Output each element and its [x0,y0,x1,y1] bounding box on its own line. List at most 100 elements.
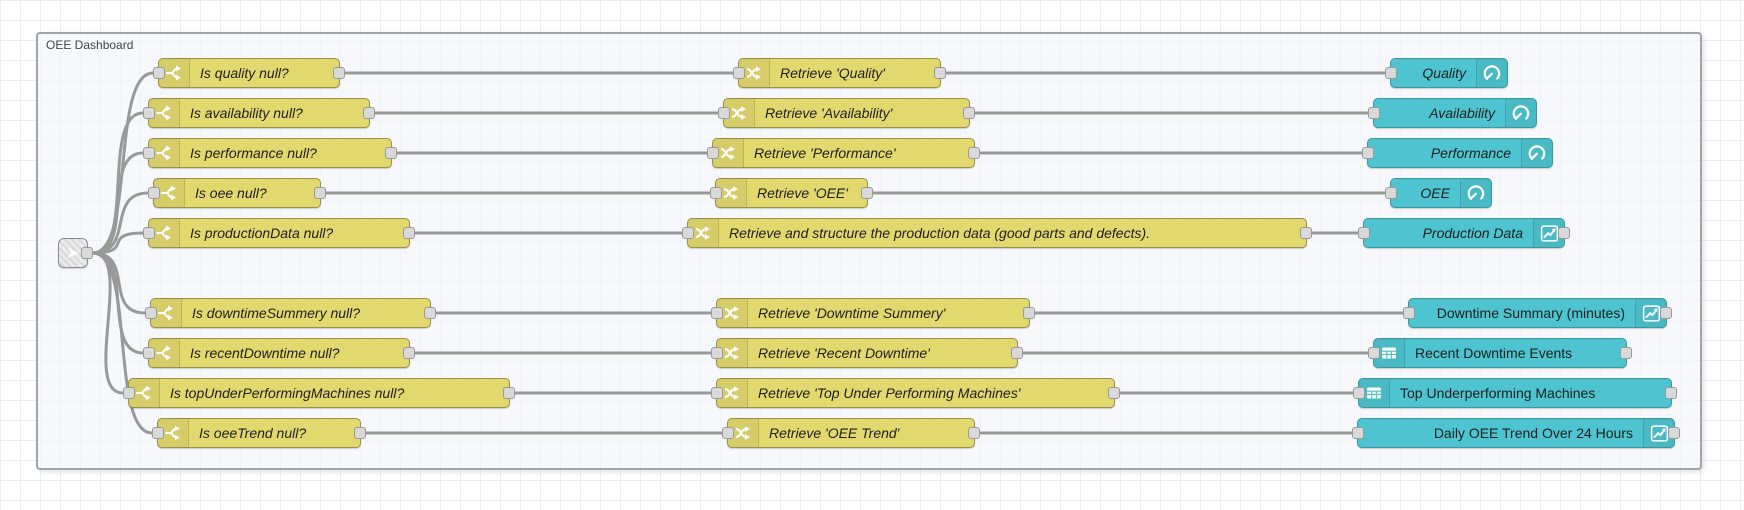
group-label: OEE Dashboard [46,38,134,52]
input-port[interactable] [143,107,155,119]
node-switch-is-productiondata-null[interactable]: Is productionData null? [143,218,415,248]
gauge-icon [1476,59,1507,87]
node-label: Downtime Summary (minutes) [1436,305,1625,321]
input-port[interactable] [152,427,164,439]
output-port[interactable] [1300,227,1312,239]
node-change-retrieve-downtime-summery[interactable]: Retrieve 'Downtime Summery' [711,298,1035,328]
node-label: Retrieve 'OEE Trend' [769,425,900,441]
output-port[interactable] [861,187,873,199]
node-ui-gauge-performance[interactable]: Performance [1362,138,1553,168]
gauge-icon [1460,179,1491,207]
input-port[interactable] [143,147,155,159]
node-change-retrieve-top-under-performing-machines[interactable]: Retrieve 'Top Under Performing Machines' [711,378,1120,408]
node-change-retrieve-quality[interactable]: Retrieve 'Quality' [733,58,946,88]
wire-link-to-s1[interactable] [91,71,155,255]
output-port[interactable] [1023,307,1035,319]
output-port[interactable] [1668,427,1680,439]
input-port[interactable] [707,147,719,159]
node-label: Availability [1429,105,1495,121]
node-switch-is-availability-null[interactable]: Is availability null? [143,98,375,128]
input-port[interactable] [1368,347,1380,359]
node-switch-is-oeetrend-null[interactable]: Is oeeTrend null? [152,418,366,448]
node-ui-chart-downtime-summary-minutes[interactable]: Downtime Summary (minutes) [1403,298,1672,328]
output-port[interactable] [968,147,980,159]
output-port[interactable] [1558,227,1570,239]
output-port[interactable] [385,147,397,159]
input-port[interactable] [1353,387,1365,399]
input-port[interactable] [1362,147,1374,159]
node-ui-table-top-underperforming-machines[interactable]: Top Underperforming Machines [1353,378,1677,408]
input-port[interactable] [711,347,723,359]
input-port[interactable] [1385,67,1397,79]
output-port[interactable] [934,67,946,79]
node-label: Retrieve 'Performance' [754,145,896,161]
input-port[interactable] [710,187,722,199]
output-port[interactable] [363,107,375,119]
node-switch-is-downtimesummery-null[interactable]: Is downtimeSummery null? [145,298,436,328]
node-label: Retrieve 'Downtime Summery' [758,305,946,321]
node-switch-is-quality-null[interactable]: Is quality null? [153,58,345,88]
output-port[interactable] [81,247,93,259]
output-port[interactable] [1660,307,1672,319]
node-ui-table-recent-downtime-events[interactable]: Recent Downtime Events [1368,338,1632,368]
wire-link-to-s3[interactable] [91,151,145,255]
input-port[interactable] [1368,107,1380,119]
output-port[interactable] [314,187,326,199]
output-port[interactable] [403,227,415,239]
node-ui-gauge-availability[interactable]: Availability [1368,98,1537,128]
input-port[interactable] [123,387,135,399]
node-change-retrieve-oee[interactable]: Retrieve 'OEE' [710,178,873,208]
output-port[interactable] [1620,347,1632,359]
output-port[interactable] [503,387,515,399]
node-ui-chart-production-data[interactable]: Production Data [1358,218,1570,248]
node-ui-gauge-oee[interactable]: OEE [1385,178,1492,208]
input-port[interactable] [1352,427,1364,439]
output-port[interactable] [1011,347,1023,359]
input-port[interactable] [1385,187,1397,199]
switch-icon [151,299,182,327]
wire-link-to-s5[interactable] [91,231,145,255]
node-change-retrieve-structure-production-data[interactable]: Retrieve and structure the production da… [682,218,1312,248]
output-port[interactable] [403,347,415,359]
node-switch-is-performance-null[interactable]: Is performance null? [143,138,397,168]
input-port[interactable] [148,187,160,199]
node-change-retrieve-recent-downtime[interactable]: Retrieve 'Recent Downtime' [711,338,1023,368]
switch-icon [158,419,189,447]
output-port[interactable] [1108,387,1120,399]
node-switch-is-oee-null[interactable]: Is oee null? [148,178,326,208]
input-port[interactable] [1358,227,1370,239]
input-port[interactable] [711,387,723,399]
node-ui-gauge-quality[interactable]: Quality [1385,58,1508,88]
node-link-in-node[interactable] [58,238,93,268]
node-label: Top Underperforming Machines [1400,385,1596,401]
output-port[interactable] [968,427,980,439]
node-change-retrieve-oee-trend[interactable]: Retrieve 'OEE Trend' [722,418,980,448]
input-port[interactable] [711,307,723,319]
output-port[interactable] [1665,387,1677,399]
input-port[interactable] [143,227,155,239]
node-label: Retrieve 'OEE' [757,185,848,201]
node-switch-is-topunderperformingmachines-null[interactable]: Is topUnderPerformingMachines null? [123,378,515,408]
wire-link-to-s4[interactable] [91,191,150,255]
input-port[interactable] [1403,307,1415,319]
input-port[interactable] [722,427,734,439]
output-port[interactable] [963,107,975,119]
input-port[interactable] [733,67,745,79]
input-port[interactable] [718,107,730,119]
input-port[interactable] [145,307,157,319]
output-port[interactable] [333,67,345,79]
node-switch-is-recentdowntime-null[interactable]: Is recentDowntime null? [143,338,415,368]
input-port[interactable] [143,347,155,359]
link-arrow-icon [63,243,83,263]
node-change-retrieve-availability[interactable]: Retrieve 'Availability' [718,98,975,128]
output-port[interactable] [354,427,366,439]
output-port[interactable] [424,307,436,319]
input-port[interactable] [682,227,694,239]
wire-link-to-s9[interactable] [91,251,154,435]
node-ui-chart-daily-oee-trend-over-24-hours[interactable]: Daily OEE Trend Over 24 Hours [1352,418,1680,448]
input-port[interactable] [153,67,165,79]
node-label: Daily OEE Trend Over 24 Hours [1433,425,1633,441]
node-change-retrieve-performance[interactable]: Retrieve 'Performance' [707,138,980,168]
